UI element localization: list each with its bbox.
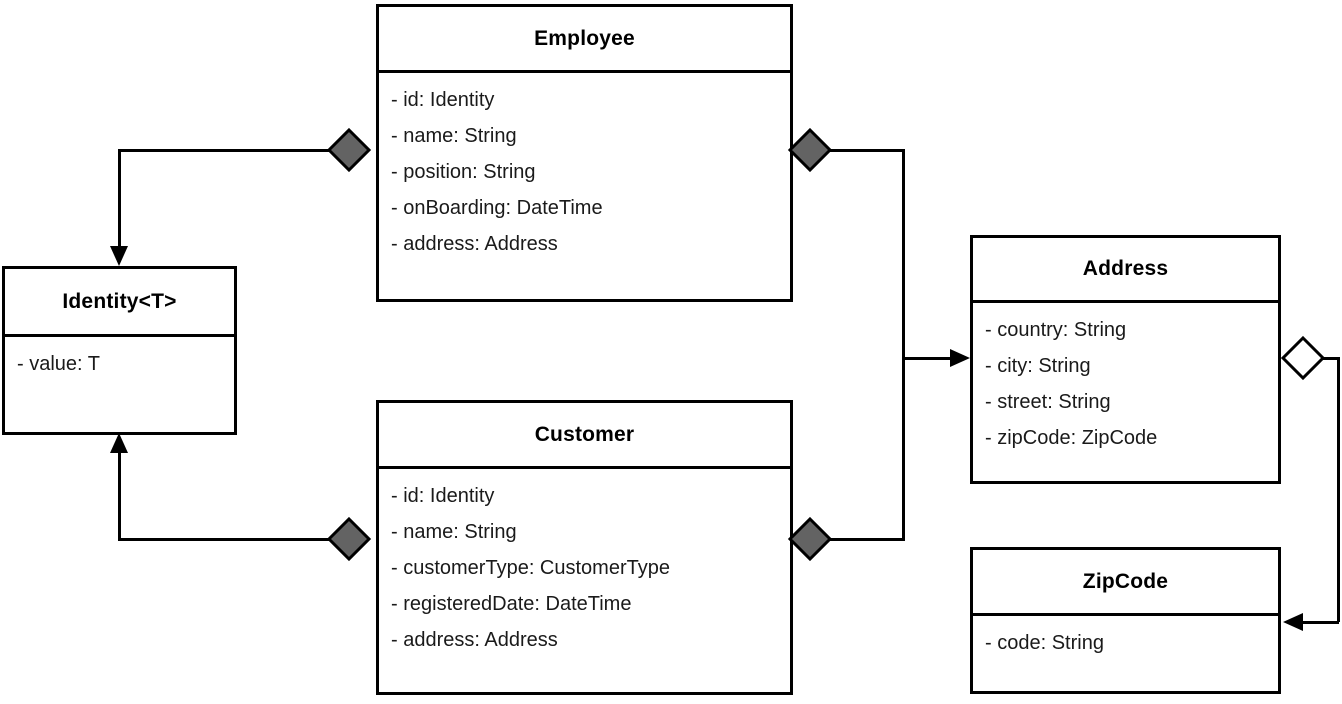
- class-attribute: - country: String: [985, 319, 1127, 341]
- class-attribute: - name: String: [391, 125, 517, 147]
- composition-diamond-employee-identity: [326, 127, 372, 173]
- connector-address-branch-horizontal: [902, 357, 958, 360]
- class-attributes-identity: - value: T: [5, 337, 234, 382]
- class-box-identity[interactable]: Identity<T> - value: T: [2, 266, 237, 435]
- class-attribute: - onBoarding: DateTime: [391, 197, 603, 219]
- connector-customer-identity-vertical: [118, 450, 121, 540]
- class-attribute: - city: String: [985, 355, 1091, 377]
- class-attribute: - code: String: [985, 632, 1104, 654]
- class-box-address[interactable]: Address - country: String - city: String…: [970, 235, 1281, 484]
- class-attributes-customer: - id: Identity - name: String - customer…: [379, 469, 790, 658]
- class-attribute: - name: String: [391, 521, 517, 543]
- connector-address-zipcode-vertical: [1337, 357, 1340, 622]
- class-box-zipcode[interactable]: ZipCode - code: String: [970, 547, 1281, 694]
- class-header-identity: Identity<T>: [5, 269, 234, 337]
- class-attributes-employee: - id: Identity - name: String - position…: [379, 73, 790, 262]
- class-attribute: - customerType: CustomerType: [391, 557, 670, 579]
- class-name-zipcode: ZipCode: [1082, 569, 1169, 593]
- arrowhead-customer-identity: [110, 433, 128, 453]
- class-header-address: Address: [973, 238, 1278, 303]
- arrowhead-address: [950, 349, 970, 367]
- connector-employee-address-horizontal: [826, 149, 905, 152]
- class-name-identity: Identity<T>: [62, 289, 177, 313]
- class-attribute: - street: String: [985, 391, 1111, 413]
- composition-diamond-customer-identity: [326, 516, 372, 562]
- class-attribute: - address: Address: [391, 233, 558, 255]
- class-attribute: - zipCode: ZipCode: [985, 427, 1158, 449]
- connector-address-zipcode-bottom-horizontal: [1300, 621, 1339, 624]
- arrowhead-zipcode: [1283, 613, 1303, 631]
- connector-address-zipcode-top-horizontal: [1320, 357, 1340, 360]
- aggregation-diamond-address-zipcode: [1280, 335, 1326, 381]
- class-attribute: - address: Address: [391, 629, 558, 651]
- class-name-customer: Customer: [534, 422, 635, 446]
- class-header-customer: Customer: [379, 403, 790, 469]
- class-attribute: - id: Identity: [391, 485, 495, 507]
- class-attributes-address: - country: String - city: String - stree…: [973, 303, 1278, 456]
- connector-employee-identity-horizontal: [118, 149, 330, 152]
- class-name-employee: Employee: [534, 26, 635, 50]
- connector-employee-identity-vertical: [118, 149, 121, 251]
- class-name-address: Address: [1082, 257, 1169, 280]
- class-header-employee: Employee: [379, 7, 790, 73]
- class-attribute: - position: String: [391, 161, 536, 183]
- class-header-zipcode: ZipCode: [973, 550, 1278, 616]
- composition-diamond-employee-address: [787, 127, 833, 173]
- class-box-employee[interactable]: Employee - id: Identity - name: String -…: [376, 4, 793, 302]
- connector-customer-identity-horizontal: [118, 538, 330, 541]
- class-attribute: - value: T: [17, 353, 100, 375]
- connector-address-trunk-vertical: [902, 149, 905, 541]
- composition-diamond-customer-address: [787, 516, 833, 562]
- class-attributes-zipcode: - code: String: [973, 616, 1278, 661]
- class-attribute: - id: Identity: [391, 89, 495, 111]
- arrowhead-employee-identity: [110, 246, 128, 266]
- class-attribute: - registeredDate: DateTime: [391, 593, 632, 615]
- class-box-customer[interactable]: Customer - id: Identity - name: String -…: [376, 400, 793, 695]
- connector-customer-address-horizontal: [826, 538, 905, 541]
